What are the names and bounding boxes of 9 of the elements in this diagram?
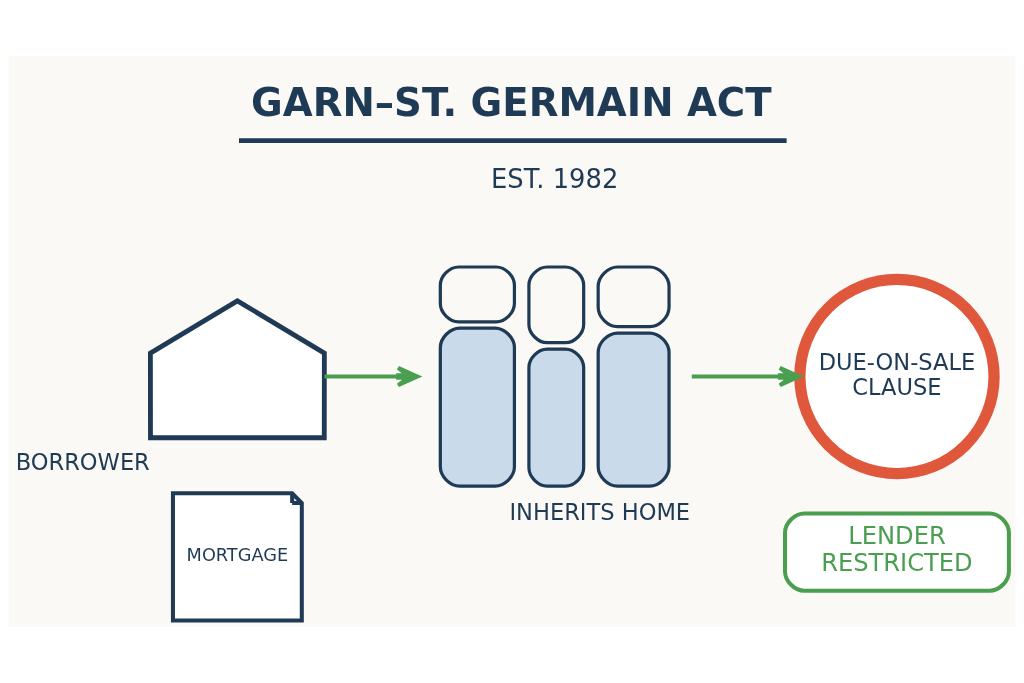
diagram-title: GARN–ST. GERMAIN ACT [251,79,772,125]
node-label: INHERITS HOME [509,499,691,526]
node-box: LENDER RESTRICTED [783,511,1011,593]
arrow [691,365,802,388]
arrow [324,365,420,388]
node-house [147,298,327,441]
label: EST. 1982 [491,163,619,194]
node-circle: DUE-ON-SALE CLAUSE [794,273,1000,480]
node-label: BORROWER [15,449,150,476]
